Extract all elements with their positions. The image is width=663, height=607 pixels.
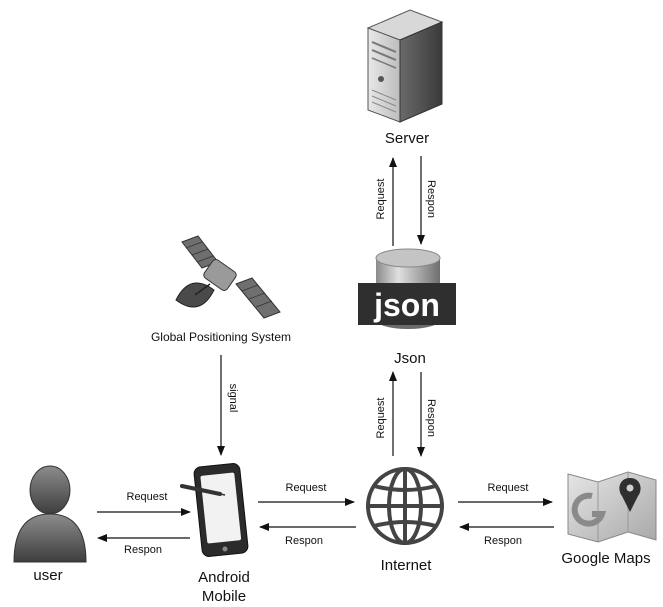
server-json-respon-label: Respon [425, 180, 437, 218]
internet-maps-request-label: Request [488, 482, 529, 494]
user-android-respon-label: Respon [124, 544, 162, 556]
internet-maps-respon-label: Respon [484, 535, 522, 547]
android-label-line1: Android [198, 569, 250, 586]
google-maps-label: Google Maps [561, 550, 650, 567]
user-label: user [33, 567, 62, 584]
tablet-icon [180, 463, 249, 557]
google-maps-icon [567, 471, 657, 543]
gps-label: Global Positioning System [151, 330, 291, 344]
json-label: Json [394, 350, 426, 367]
globe-icon [366, 467, 444, 545]
server-json-request-label: Request [375, 179, 387, 220]
json-logo-text: json [373, 287, 440, 323]
user-icon [13, 465, 87, 563]
internet-label: Internet [381, 557, 433, 574]
json-internet-respon-label: Respon [425, 399, 437, 437]
json-database-icon: json [358, 248, 456, 329]
android-label-line2: Mobile [202, 588, 246, 605]
user-android-request-label: Request [127, 491, 168, 503]
server-label: Server [385, 130, 429, 147]
server-icon [366, 9, 444, 123]
json-internet-request-label: Request [375, 398, 387, 439]
gps-signal-label: signal [227, 384, 239, 413]
satellite-icon [175, 235, 281, 319]
android-internet-request-label: Request [286, 482, 327, 494]
android-internet-respon-label: Respon [285, 535, 323, 547]
